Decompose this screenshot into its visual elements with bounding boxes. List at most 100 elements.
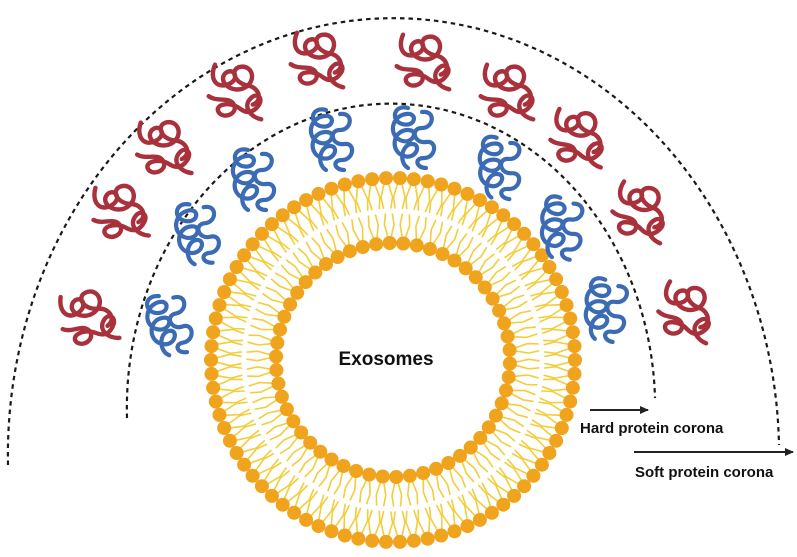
lipid-tail bbox=[436, 504, 443, 530]
lipid-tail bbox=[536, 408, 561, 417]
soft-corona-proteins bbox=[58, 30, 711, 346]
lipid-tail bbox=[235, 429, 260, 441]
lipid-tail bbox=[267, 467, 287, 485]
lipid-tail bbox=[392, 183, 399, 209]
inner-lipid-heads bbox=[269, 236, 517, 484]
lipid-tail bbox=[482, 442, 501, 461]
lipid-tail bbox=[418, 217, 427, 241]
lipid-head bbox=[330, 250, 345, 264]
lipid-head bbox=[237, 248, 252, 263]
lipid-tail bbox=[387, 183, 394, 209]
lipid-head bbox=[222, 272, 237, 287]
lipid-tail bbox=[504, 300, 528, 311]
lipid-head bbox=[254, 226, 269, 241]
lipid-tail bbox=[390, 213, 395, 238]
lipid-tail bbox=[457, 496, 468, 521]
lipid-head bbox=[273, 322, 287, 337]
lipid-tail bbox=[374, 214, 380, 239]
lipid-tail bbox=[524, 271, 547, 287]
lipid-head bbox=[507, 217, 522, 232]
soft-corona-label: Soft protein corona bbox=[635, 464, 774, 481]
lipid-head bbox=[222, 433, 237, 448]
lipid-tail bbox=[267, 235, 287, 253]
lipid-head bbox=[286, 414, 301, 429]
lipid-tail bbox=[417, 509, 425, 534]
soft-corona-boundary bbox=[6, 17, 781, 466]
lipid-tail bbox=[380, 510, 385, 537]
lipid-tail bbox=[306, 490, 318, 515]
lipid-tail bbox=[520, 267, 544, 280]
lipid-tail bbox=[490, 226, 510, 245]
lipid-head bbox=[254, 479, 269, 494]
lipid-tail bbox=[220, 321, 245, 330]
lipid-head bbox=[379, 534, 393, 549]
lipid-tail bbox=[481, 217, 499, 238]
outer-lipid-heads bbox=[204, 171, 582, 549]
lipid-tail bbox=[526, 279, 551, 291]
lipid-tail bbox=[318, 464, 331, 487]
lipid-head bbox=[365, 533, 380, 548]
lipid-tail bbox=[513, 378, 538, 386]
lipid-head bbox=[313, 444, 328, 459]
lipid-head bbox=[311, 519, 326, 534]
hard-corona-proteins bbox=[145, 105, 629, 358]
soft-corona-protein-icon bbox=[478, 62, 536, 122]
lipid-tail bbox=[246, 357, 271, 362]
lipid-head bbox=[217, 285, 232, 299]
lipid-tail bbox=[467, 242, 482, 264]
lipid-tail bbox=[305, 241, 322, 261]
hard-corona-boundary bbox=[125, 102, 657, 419]
lipid-tail bbox=[216, 365, 242, 372]
lipid-tail bbox=[326, 229, 337, 252]
lipid-tail bbox=[424, 186, 431, 213]
lipid-tail bbox=[464, 459, 481, 479]
lipid-tail bbox=[374, 510, 381, 536]
lipid-head bbox=[287, 505, 302, 520]
lipid-head bbox=[441, 456, 456, 470]
lipid-head bbox=[517, 226, 532, 241]
lipid-tail bbox=[455, 233, 468, 256]
lipid-tail bbox=[265, 286, 287, 301]
lipid-tail bbox=[221, 397, 247, 404]
lipid-head bbox=[406, 533, 421, 548]
lipid-tail bbox=[358, 217, 364, 242]
lipid-tail bbox=[298, 454, 317, 473]
lipid-tail bbox=[292, 252, 311, 270]
lipid-head bbox=[389, 470, 404, 484]
lipid-head bbox=[496, 208, 511, 223]
lipid-tail bbox=[248, 334, 273, 342]
lipid-tail bbox=[514, 449, 537, 464]
lipid-head bbox=[362, 467, 377, 482]
lipid-tail bbox=[391, 482, 396, 507]
lipid-tail bbox=[543, 374, 570, 380]
lipid-head bbox=[542, 446, 557, 460]
soft-corona-protein-icon bbox=[134, 119, 194, 176]
lipid-head bbox=[472, 512, 487, 527]
lipid-tail bbox=[250, 324, 275, 331]
lipid-tail bbox=[263, 461, 282, 482]
lipid-tail bbox=[534, 412, 558, 425]
lipid-tail bbox=[270, 278, 293, 292]
lipid-head bbox=[463, 440, 478, 455]
lipid-tail bbox=[239, 271, 262, 287]
lipid-head bbox=[245, 468, 260, 483]
lipid-tail bbox=[392, 511, 399, 537]
lipid-tail bbox=[322, 499, 335, 523]
lipid-tail bbox=[496, 470, 513, 491]
lipid-head bbox=[204, 353, 218, 367]
lipid-head bbox=[473, 430, 488, 445]
lipid-head bbox=[337, 177, 352, 192]
lipid-tail bbox=[235, 279, 260, 291]
lipid-tail bbox=[405, 510, 412, 536]
lipid-head bbox=[422, 242, 437, 256]
lipid-tail bbox=[367, 184, 373, 211]
lipid-head bbox=[447, 524, 462, 539]
lipid-head bbox=[434, 528, 449, 543]
lipid-tail bbox=[513, 333, 538, 339]
lipid-tail bbox=[318, 199, 329, 224]
lipid-tail bbox=[440, 503, 452, 528]
lipid-tail bbox=[366, 480, 371, 505]
lipid-tail bbox=[404, 214, 411, 239]
lipid-tail bbox=[216, 353, 242, 359]
lipid-tail bbox=[218, 386, 245, 392]
